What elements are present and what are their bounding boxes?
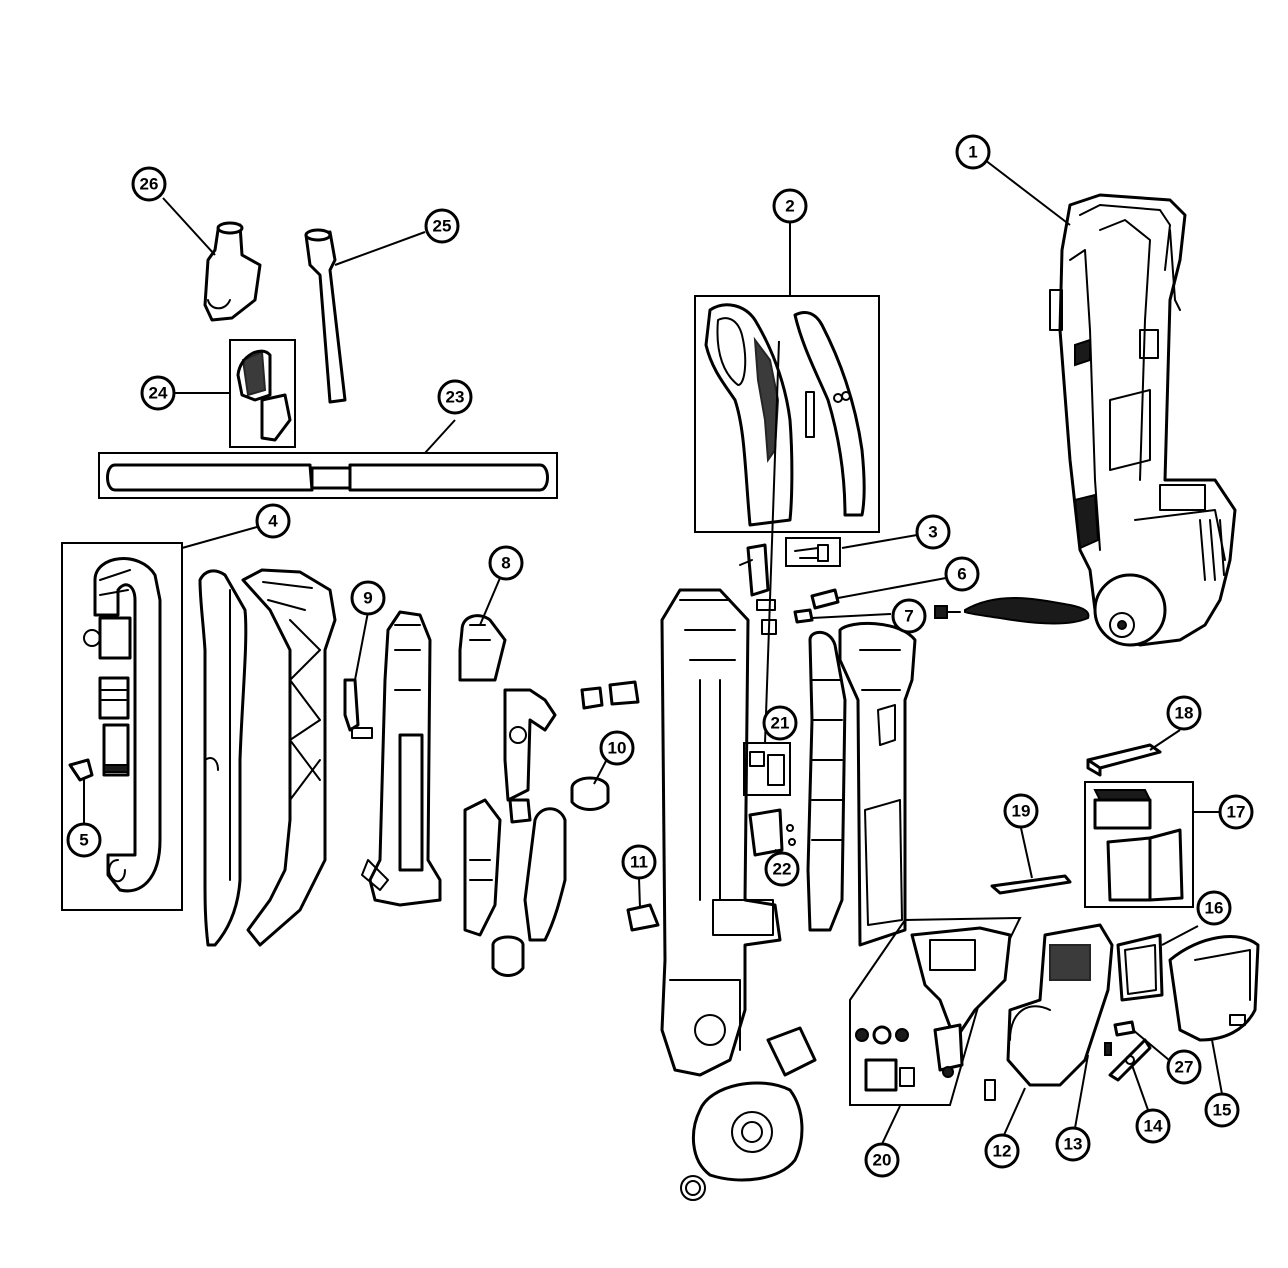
- callout-21b: 21: [762, 705, 798, 741]
- callout-16-label: 16: [1205, 899, 1224, 918]
- callout-20: 20: [864, 1142, 900, 1178]
- leader-lines: [83, 159, 1223, 1145]
- callout-27: 27: [1166, 1049, 1202, 1085]
- callout-12-label: 12: [993, 1142, 1012, 1161]
- dust-cup: [680, 1026, 817, 1201]
- power-cord: [934, 597, 1090, 625]
- part-18-filter-pad: [1086, 743, 1162, 777]
- flex-hose: [806, 630, 847, 932]
- callout-25: 25: [424, 208, 460, 244]
- callout-13-label: 13: [1064, 1135, 1083, 1154]
- part-17-filter-set: [1084, 781, 1194, 908]
- part-25-crevice-tool: [304, 228, 347, 404]
- part-13-pin: [1104, 1042, 1112, 1056]
- part-16-exhaust-filter: [1116, 933, 1164, 1002]
- callout-5-label: 5: [79, 831, 88, 850]
- callout-24: 24: [140, 375, 176, 411]
- part-5-clip: [68, 758, 94, 782]
- part-26-turbo-tool: [203, 221, 262, 322]
- callout-25-label: 25: [433, 217, 452, 236]
- callout-2: 2: [772, 188, 808, 224]
- callout-7: 7: [891, 598, 927, 634]
- part-11-bracket: [626, 903, 660, 932]
- callout-24-label: 24: [149, 384, 168, 403]
- part-4-hose: [61, 542, 183, 911]
- callout-2-label: 2: [785, 197, 794, 216]
- main-body-housing: [660, 588, 782, 1077]
- callout-26-label: 26: [140, 175, 159, 194]
- callout-18: 18: [1166, 695, 1202, 731]
- part-23-wand: [98, 452, 558, 499]
- part-19-pad: [990, 874, 1072, 895]
- callout-13: 13: [1055, 1126, 1091, 1162]
- callout-9: 9: [350, 580, 386, 616]
- callout-9-label: 9: [363, 589, 372, 608]
- part-10-cap: [570, 776, 610, 811]
- part-22-plate: [748, 808, 796, 857]
- callout-1-label: 1: [968, 143, 977, 162]
- lower-center-parts: [463, 798, 567, 977]
- part-12-fan-housing: [984, 923, 1114, 1101]
- callout-1: 1: [955, 134, 991, 170]
- part-15-exhaust-cover: [1168, 935, 1260, 1042]
- callout-21-label: 21: [771, 714, 790, 733]
- callout-10-label: 10: [608, 739, 627, 758]
- part-21-bracket-set: [743, 742, 791, 796]
- part-20-motor-assembly: [849, 916, 1022, 1106]
- callout-8: 8: [488, 545, 524, 581]
- callout-14-label: 14: [1144, 1117, 1163, 1136]
- callout-16: 16: [1196, 890, 1232, 926]
- callout-20-label: 20: [873, 1151, 892, 1170]
- callout-6-label: 6: [957, 565, 966, 584]
- switch-latch-parts: [739, 543, 840, 635]
- callout-17-label: 17: [1227, 803, 1246, 822]
- part-8-elbow: [458, 614, 557, 824]
- callout-19: 19: [1003, 793, 1039, 829]
- callout-12: 12: [984, 1133, 1020, 1169]
- callout-6: 6: [944, 556, 980, 592]
- callout-18-label: 18: [1175, 704, 1194, 723]
- callout-22-label: 22: [773, 860, 792, 879]
- callout-14: 14: [1135, 1108, 1171, 1144]
- part-2-handle-assembly: [694, 295, 880, 533]
- callout-3: 3: [915, 514, 951, 550]
- back-panel: [838, 621, 917, 947]
- callout-7-label: 7: [904, 607, 913, 626]
- part-14-lever: [1108, 1038, 1152, 1082]
- part-27-screw: [1113, 1020, 1136, 1037]
- callout-23: 23: [437, 379, 473, 415]
- callout-11: 11: [621, 844, 657, 880]
- callout-11-label: 11: [630, 853, 648, 872]
- callout-10: 10: [599, 730, 635, 766]
- callout-4: 4: [255, 503, 291, 539]
- callout-23-label: 23: [446, 388, 465, 407]
- part-9-latch: [343, 678, 373, 739]
- center-frame: [361, 610, 442, 907]
- callout-27-label: 27: [1175, 1058, 1194, 1077]
- callout-17: 17: [1218, 794, 1254, 830]
- part-3-screw-bracket: [785, 537, 841, 567]
- callout-22: 22: [764, 851, 800, 887]
- callout-8-label: 8: [501, 554, 510, 573]
- callout-26: 26: [131, 166, 167, 202]
- part-1-vacuum-assembly: [1049, 193, 1237, 647]
- callout-3-label: 3: [928, 523, 937, 542]
- callout-19-label: 19: [1012, 802, 1031, 821]
- callout-4-label: 4: [268, 512, 278, 531]
- callout-15-label: 15: [1213, 1101, 1232, 1120]
- callout-15: 15: [1204, 1092, 1240, 1128]
- callout-5: 5: [66, 822, 102, 858]
- part-24-dusting-brush: [229, 339, 296, 448]
- left-body-panels: [198, 568, 337, 947]
- small-clips: [580, 680, 640, 710]
